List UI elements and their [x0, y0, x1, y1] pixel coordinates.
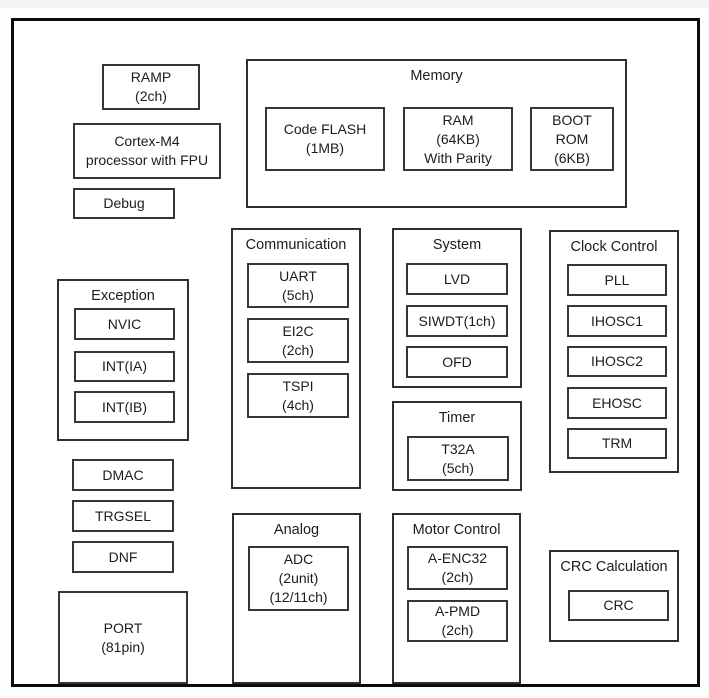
block-pll: PLL — [567, 264, 667, 296]
group-communication-title: Communication — [245, 237, 347, 253]
block-ofd: OFD — [406, 346, 508, 378]
block-ihosc1: IHOSC1 — [567, 305, 667, 337]
block-siwdt: SIWDT(1ch) — [406, 305, 508, 337]
block-ihosc2: IHOSC2 — [567, 346, 667, 377]
group-motor-control: Motor Control A-ENC32(2ch) A-PMD(2ch) — [392, 513, 521, 684]
block-ram: RAM(64KB)With Parity — [403, 107, 513, 171]
group-crc-calculation-title: CRC Calculation — [560, 559, 668, 575]
group-memory-title: Memory — [410, 68, 463, 84]
block-int-ib: INT(IB) — [74, 391, 175, 423]
group-analog: Analog ADC(2unit)(12/11ch) — [232, 513, 361, 684]
group-exception-title: Exception — [91, 288, 155, 304]
page-margin — [0, 0, 709, 8]
group-communication: Communication UART(5ch) EI2C(2ch) TSPI(4… — [231, 228, 361, 489]
group-timer: Timer T32A(5ch) — [392, 401, 522, 491]
group-motor-control-title: Motor Control — [412, 522, 501, 538]
group-crc-calculation: CRC Calculation CRC — [549, 550, 679, 642]
block-tspi: TSPI(4ch) — [247, 373, 349, 418]
block-a-enc32: A-ENC32(2ch) — [407, 546, 508, 590]
block-ei2c: EI2C(2ch) — [247, 318, 349, 363]
block-lvd: LVD — [406, 263, 508, 295]
block-crc: CRC — [568, 590, 669, 621]
block-dnf: DNF — [72, 541, 174, 573]
block-trm: TRM — [567, 428, 667, 459]
block-debug: Debug — [73, 188, 175, 219]
group-clock-control-title: Clock Control — [570, 239, 658, 255]
group-exception: Exception NVIC INT(IA) INT(IB) — [57, 279, 189, 441]
block-nvic: NVIC — [74, 308, 175, 340]
group-clock-control: Clock Control PLL IHOSC1 IHOSC2 EHOSC TR… — [549, 230, 679, 473]
group-system: System LVD SIWDT(1ch) OFD — [392, 228, 522, 388]
block-int-ia: INT(IA) — [74, 351, 175, 382]
group-system-title: System — [432, 237, 482, 253]
block-code-flash: Code FLASH(1MB) — [265, 107, 385, 171]
group-memory: Memory Code FLASH(1MB) RAM(64KB)With Par… — [246, 59, 627, 208]
block-port: PORT(81pin) — [58, 591, 188, 684]
block-ehosc: EHOSC — [567, 387, 667, 419]
block-a-pmd: A-PMD(2ch) — [407, 600, 508, 642]
group-timer-title: Timer — [438, 410, 476, 426]
group-analog-title: Analog — [273, 522, 320, 538]
block-ramp: RAMP(2ch) — [102, 64, 200, 110]
block-dmac: DMAC — [72, 459, 174, 491]
block-adc: ADC(2unit)(12/11ch) — [248, 546, 349, 611]
block-t32a: T32A(5ch) — [407, 436, 509, 481]
block-uart: UART(5ch) — [247, 263, 349, 308]
block-trgsel: TRGSEL — [72, 500, 174, 532]
